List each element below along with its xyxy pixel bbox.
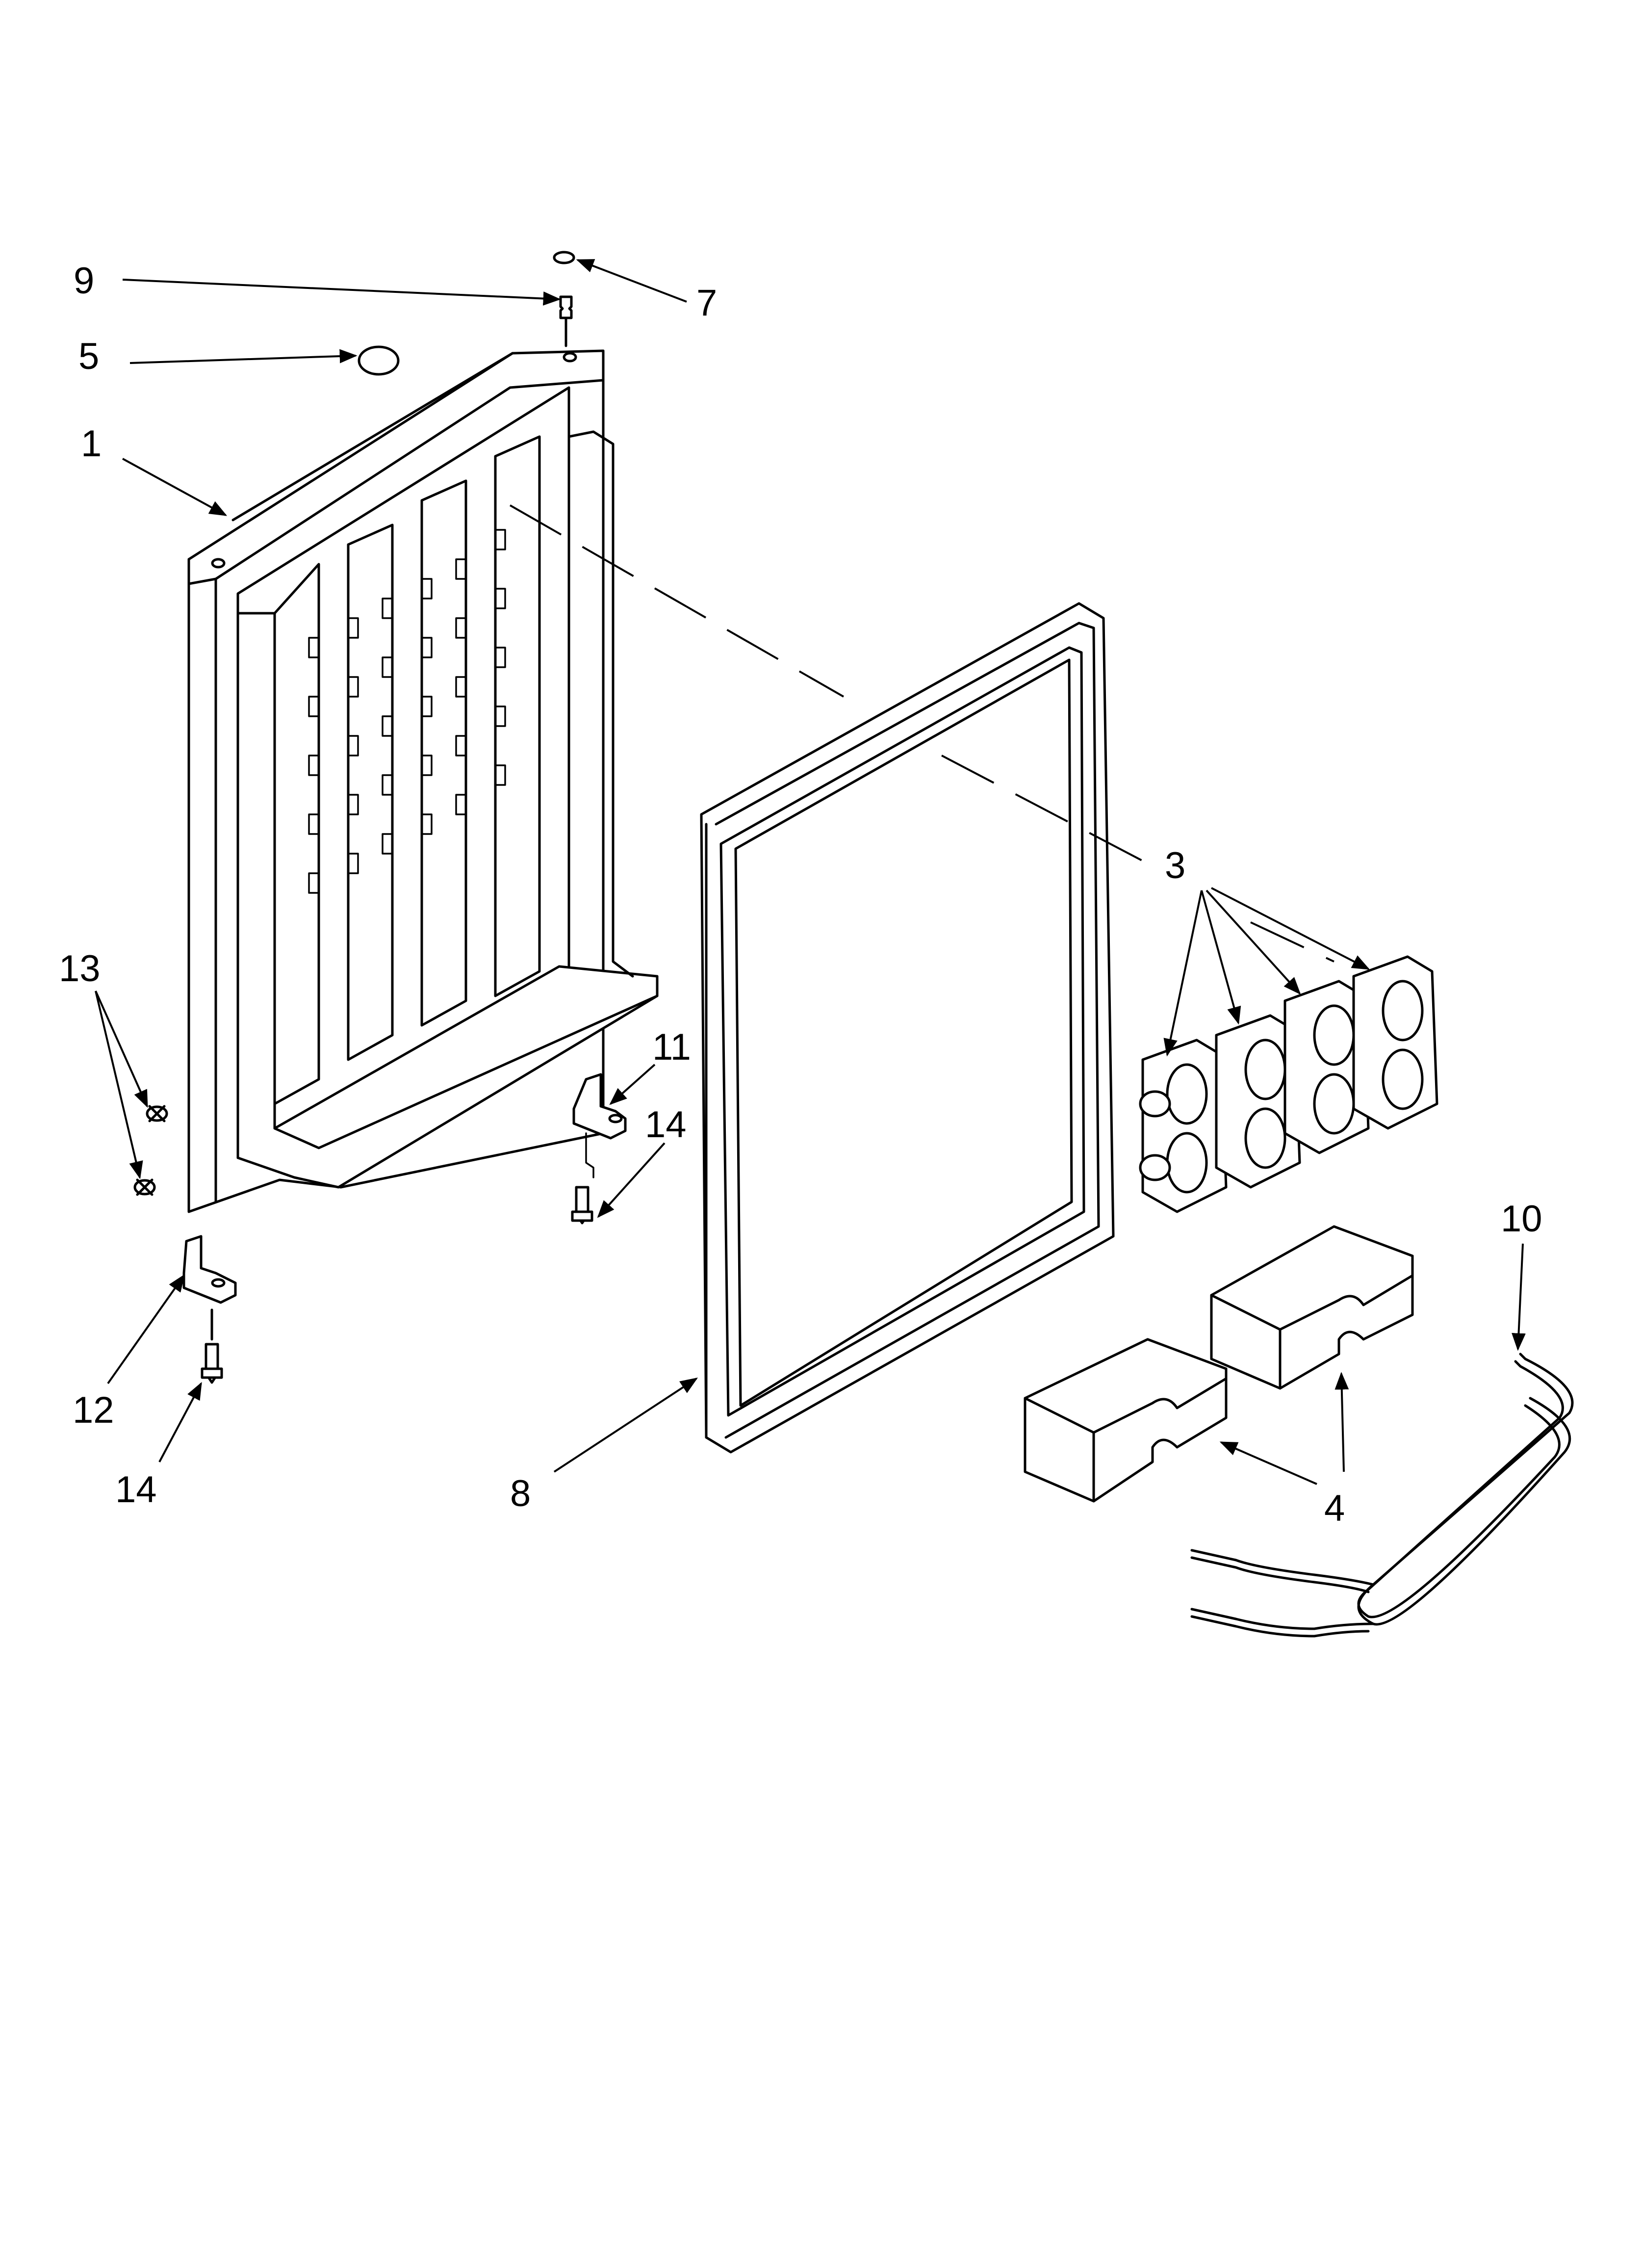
alignment-line-lower	[941, 755, 1148, 864]
door-gasket-part-8	[700, 602, 1115, 1454]
callout-14-upper: 14	[645, 1104, 687, 1146]
callout-8: 8	[510, 1473, 531, 1514]
alignment-line-upper	[510, 504, 844, 698]
callout-3: 3	[1165, 845, 1185, 886]
hinge-pin-part-9	[559, 295, 573, 347]
leader-lines	[95, 259, 1526, 1485]
screws-part-13	[133, 1105, 168, 1196]
washer-part-7	[553, 251, 575, 264]
callout-1: 1	[81, 423, 102, 465]
callout-5: 5	[78, 336, 99, 377]
alignment-line-racks	[1250, 921, 1334, 963]
callout-12: 12	[73, 1389, 114, 1431]
lower-hinge-bracket-part-12	[182, 1235, 237, 1384]
can-racks-part-3	[1139, 955, 1438, 1213]
wire-part-10	[1190, 1353, 1574, 1638]
callout-10: 10	[1501, 1198, 1542, 1240]
callout-14-lower: 14	[115, 1469, 157, 1511]
callout-4: 4	[1324, 1487, 1345, 1529]
callout-13: 13	[59, 948, 101, 990]
upper-hinge-bracket-part-11	[571, 1073, 627, 1225]
door-liner	[187, 349, 659, 1213]
bins-part-4	[1024, 1225, 1414, 1503]
callout-7: 7	[696, 282, 717, 324]
callout-11: 11	[652, 1026, 691, 1068]
callout-9: 9	[74, 260, 94, 302]
plug-button-part-5	[358, 345, 400, 376]
